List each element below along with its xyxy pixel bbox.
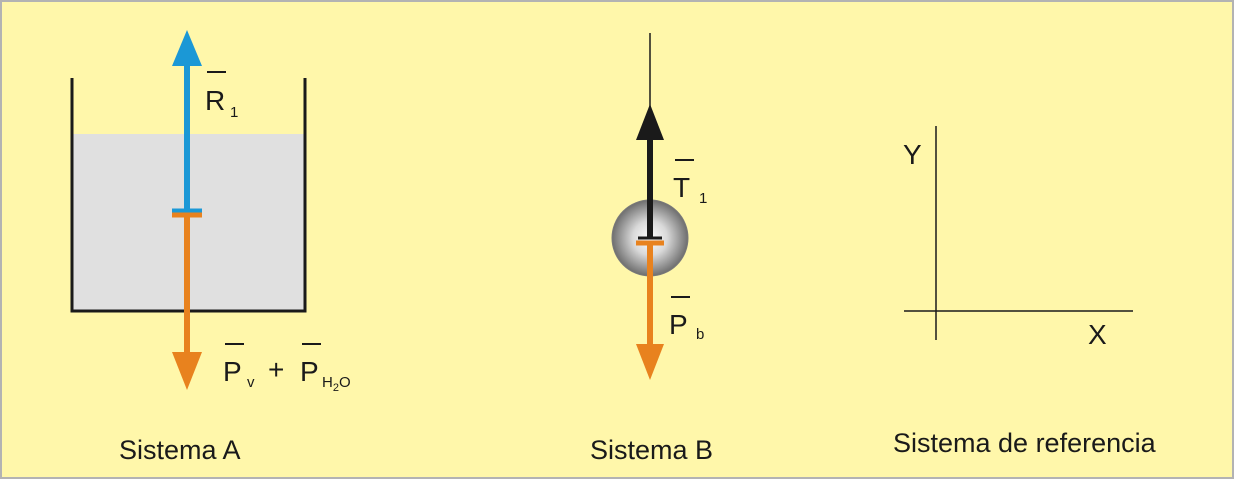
system-b: T 1 P b Sistema B [590, 33, 713, 465]
system-a: R 1 P v + P H2O Sistema A [70, 30, 351, 465]
r-label: R [205, 85, 225, 116]
ph2o-label: P [300, 356, 319, 387]
r-subscript: 1 [230, 104, 238, 121]
t-label: T [673, 172, 690, 203]
t-subscript: 1 [699, 190, 707, 207]
y-axis-label: Y [903, 139, 922, 170]
ball-weight-vector-arrowhead [636, 344, 664, 380]
pb-label: P [669, 309, 688, 340]
tension-vector-arrowhead [636, 104, 664, 140]
reference-caption: Sistema de referencia [893, 428, 1157, 458]
system-b-caption: Sistema B [590, 435, 713, 465]
plus-sign: + [268, 354, 284, 385]
pb-subscript: b [696, 326, 704, 343]
reaction-vector-arrowhead [172, 30, 202, 66]
weight-vector-arrowhead [172, 352, 202, 390]
x-axis-label: X [1088, 319, 1107, 350]
pv-subscript: v [247, 374, 255, 391]
ph2o-subscript: H2O [322, 374, 351, 394]
system-a-caption: Sistema A [119, 435, 241, 465]
pv-label: P [223, 356, 242, 387]
reference-frame: Y X Sistema de referencia [893, 126, 1157, 458]
